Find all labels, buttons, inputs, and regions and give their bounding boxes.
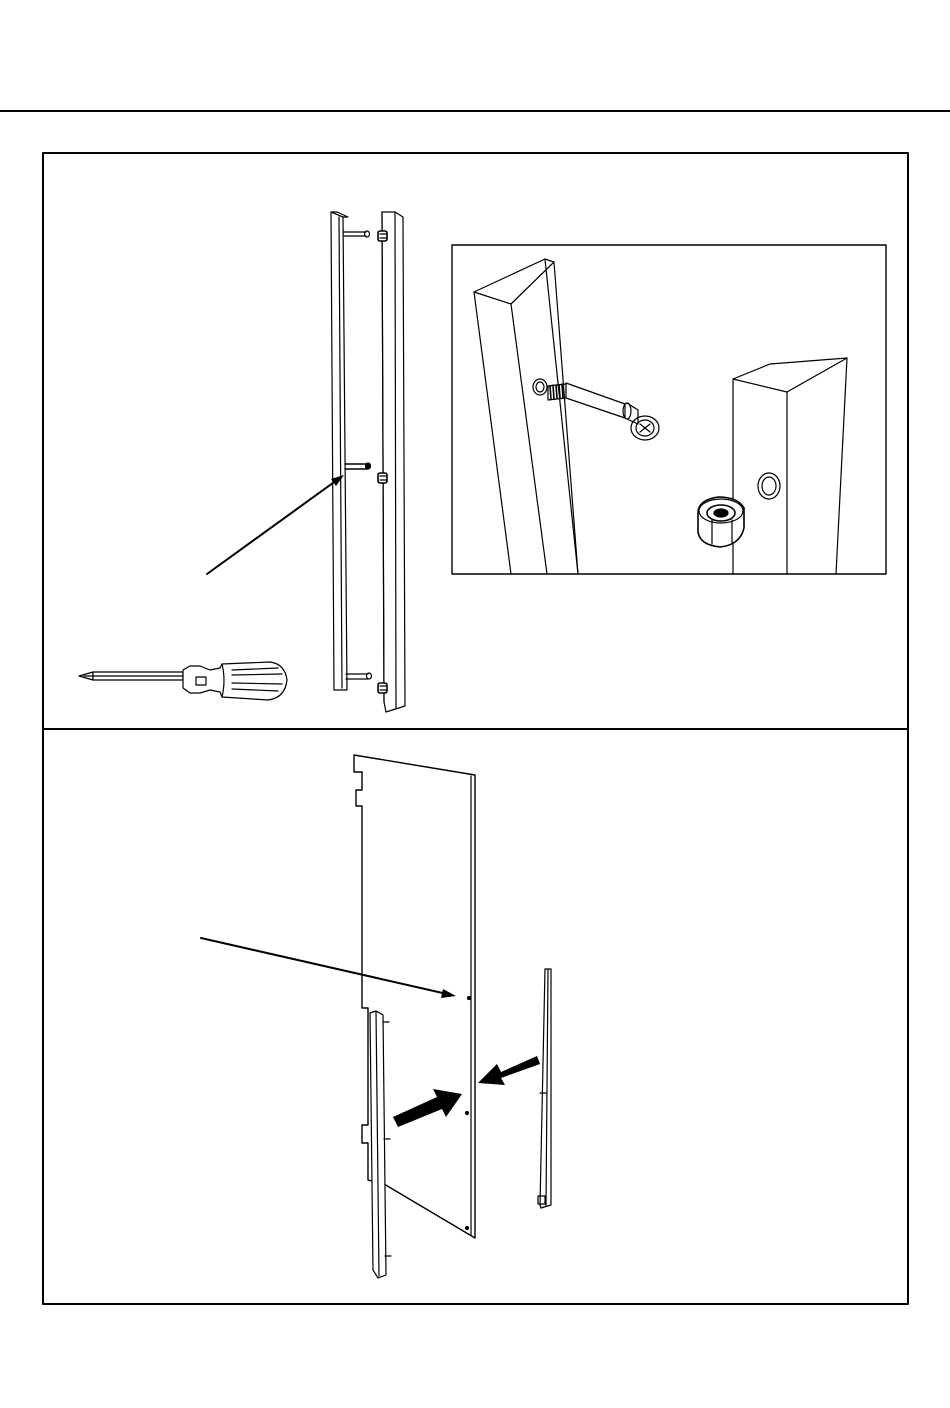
detail-inset: [452, 245, 886, 574]
detail-cam-bolt: [548, 383, 659, 440]
cam-bolt-middle: [345, 463, 371, 469]
cam-lock-nut-middle: [378, 473, 387, 483]
push-arrow-right: [478, 1056, 540, 1085]
detail-cam-nut: [698, 497, 744, 547]
detail-post-right: [733, 358, 847, 574]
detail-post-left: [474, 259, 578, 574]
screwdriver-icon: [79, 662, 287, 700]
side-rail-left: [331, 212, 348, 690]
side-rail-right-assembly: [538, 969, 551, 1208]
callout-arrow-top: [207, 475, 344, 574]
cam-bolt-bottom: [346, 673, 372, 679]
side-rail-right: [382, 212, 405, 712]
cam-bolt-top: [344, 231, 370, 237]
cam-lock-nut-top: [378, 231, 387, 241]
step-frame-top: [43, 153, 908, 729]
cam-lock-nut-bottom: [378, 683, 387, 693]
